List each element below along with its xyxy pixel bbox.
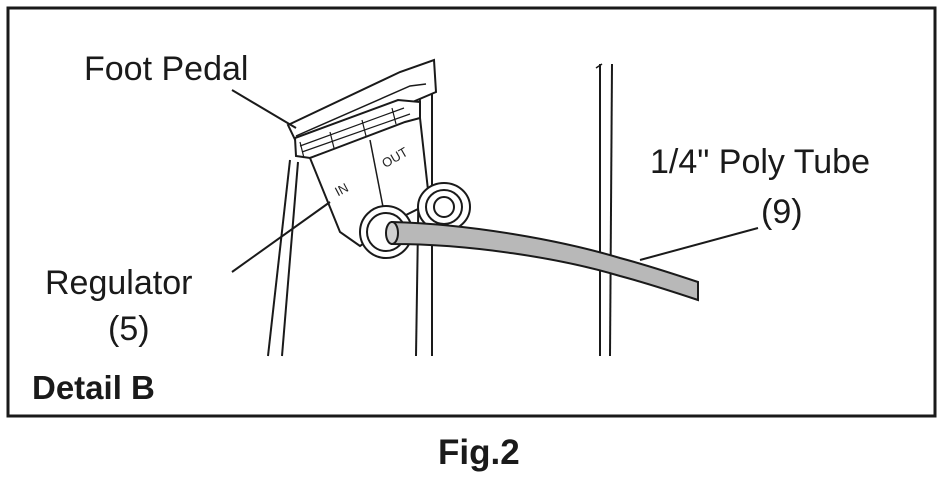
poly-tube-leader (639, 227, 759, 261)
regulator-label: Regulator (45, 264, 193, 302)
out-port-fitting (417, 182, 471, 232)
cabinet-panel (595, 63, 613, 357)
foot-pedal-body (267, 58, 438, 357)
detail-title: Detail B (32, 369, 155, 406)
foot-pedal-label: Foot Pedal (84, 50, 249, 88)
figure-caption: Fig.2 (438, 433, 520, 472)
foot-pedal-leader (231, 89, 297, 129)
detail-frame (6, 6, 937, 418)
poly-tube-label: 1/4" Poly Tube (650, 143, 870, 181)
poly-tube-part-number: (9) (761, 193, 803, 231)
poly-tube (385, 220, 699, 302)
regulator-leader (231, 201, 331, 273)
regulator-part-number: (5) (108, 310, 150, 348)
leader-lines (231, 89, 759, 273)
